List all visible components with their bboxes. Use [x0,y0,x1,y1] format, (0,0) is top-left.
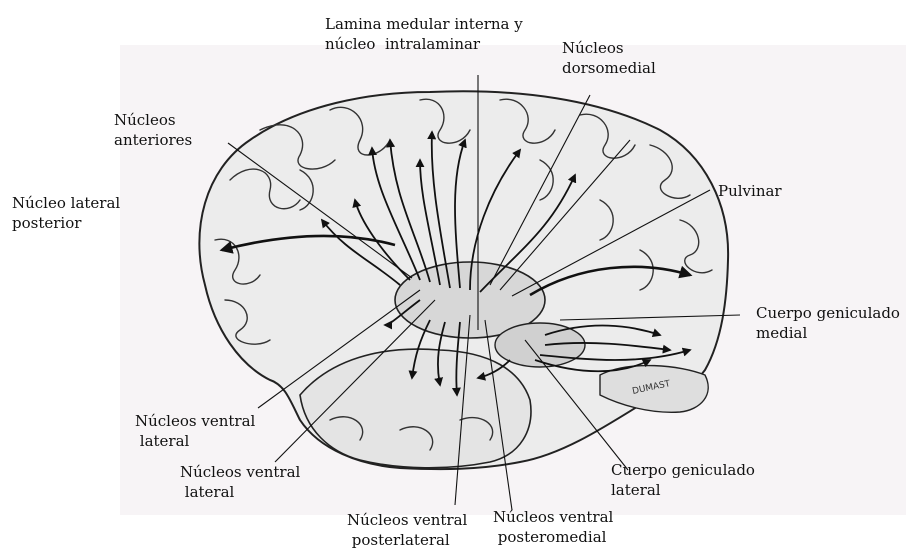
label-nucleos-ventral-posterlateral: Núcleos ventral posterlateral [347,510,467,550]
label-nucleos-ventral-lateral-2: Núcleos ventral lateral [180,462,300,502]
temporal-lobe [300,349,531,468]
label-cuerpo-geniculado-medial: Cuerpo geniculado medial [756,303,900,343]
label-nucleos-ventral-lateral-1: Núcleos ventral lateral [135,411,255,451]
label-cuerpo-geniculado-lateral: Cuerpo geniculado lateral [611,460,755,500]
label-nucleos-ventral-posteromedial: Núcleos ventral posteromedial [493,507,613,547]
label-lamina-medular: Lamina medular interna y núcleo intralam… [325,14,523,54]
label-nucleo-lateral-posterior: Núcleo lateral posterior [12,193,120,233]
label-nucleos-anteriores: Núcleos anteriores [114,110,192,150]
label-pulvinar: Pulvinar [718,181,782,201]
label-nucleos-dorsomedial: Núcleos dorsomedial [562,38,656,78]
